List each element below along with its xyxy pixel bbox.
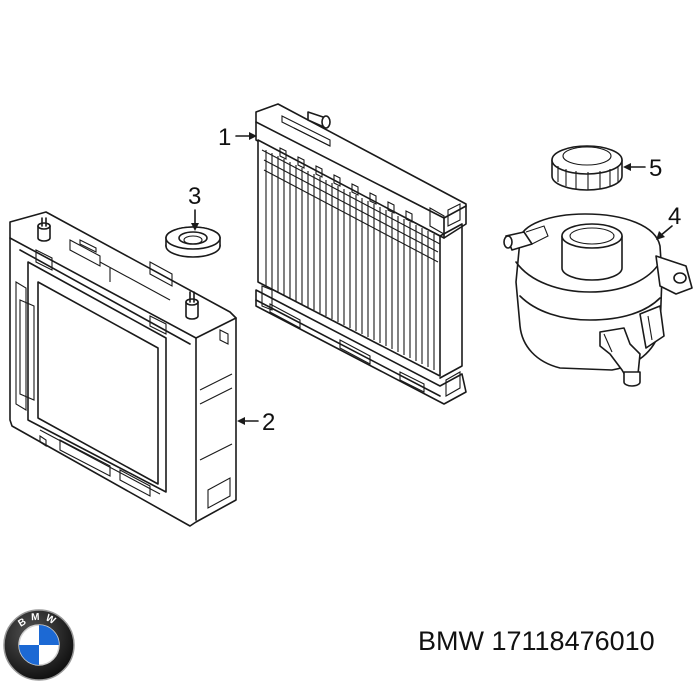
callout-1: 1 xyxy=(218,124,257,151)
radiator-fins xyxy=(261,149,441,370)
callout-4: 4 xyxy=(656,203,681,240)
callout-5-label: 5 xyxy=(649,155,662,182)
expansion-tank-part xyxy=(503,213,693,387)
callout-1-label: 1 xyxy=(218,124,231,151)
bmw-logo: BMW xyxy=(3,609,75,681)
brand-name: BMW xyxy=(418,626,484,656)
frame-part xyxy=(9,211,237,527)
grommet-part xyxy=(165,226,221,258)
part-number: 17118476010 xyxy=(491,626,655,656)
callout-5: 5 xyxy=(623,155,662,182)
callout-3: 3 xyxy=(188,183,201,231)
callout-3-label: 3 xyxy=(188,183,201,210)
callout-4-label: 4 xyxy=(668,203,681,230)
radiator-part xyxy=(255,103,467,405)
cap-part xyxy=(551,145,623,191)
callout-2: 2 xyxy=(237,409,275,436)
callout-2-label: 2 xyxy=(262,409,275,436)
part-caption: BMW 17118476010 xyxy=(418,626,655,657)
